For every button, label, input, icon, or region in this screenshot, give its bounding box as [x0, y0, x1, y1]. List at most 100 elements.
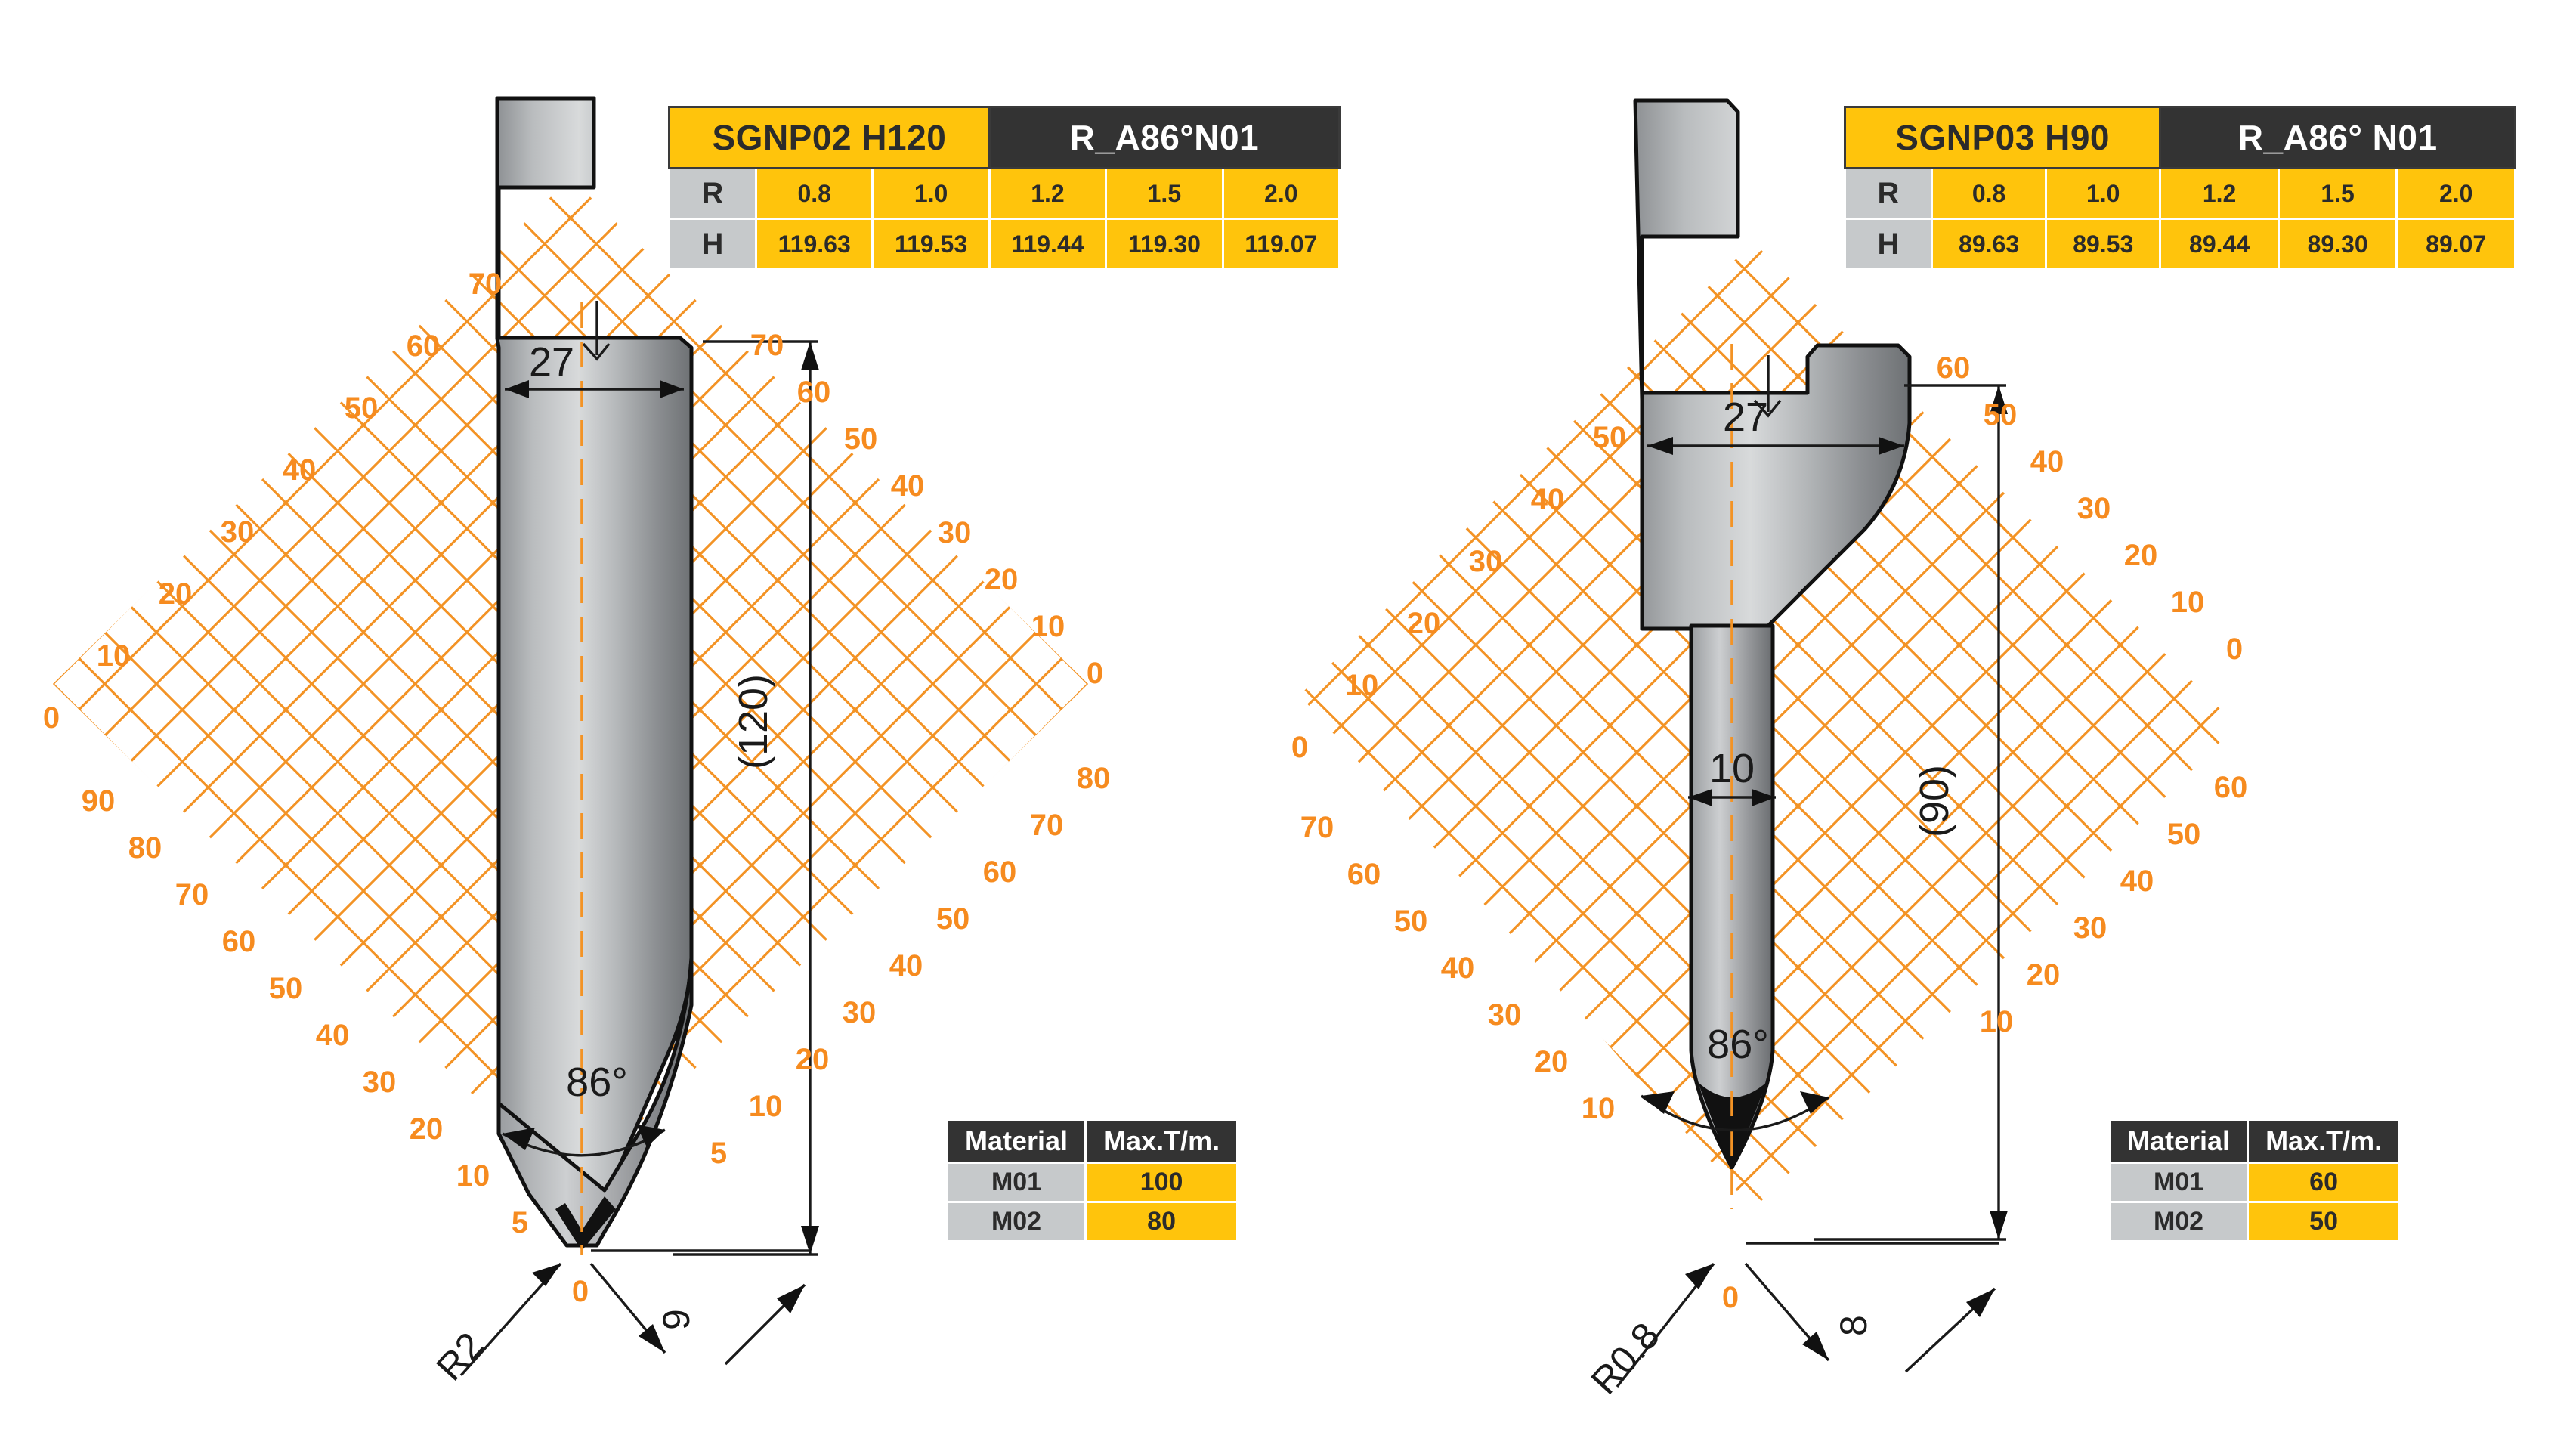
grid-scale-number: 10: [97, 639, 131, 673]
grid-scale-number: 50: [1593, 421, 1627, 454]
right-dimension-annotations: 27 10 (90) 86° R0.8: [1583, 355, 2008, 1402]
grid-scale-number: 30: [1488, 998, 1522, 1032]
left-dim-height: (120): [731, 674, 776, 769]
grid-scale-number: 10: [1345, 669, 1379, 702]
grid-scale-number: 0: [2226, 633, 2243, 666]
grid-scale-number: 40: [2120, 865, 2154, 898]
grid-scale-number: 10: [1582, 1092, 1616, 1125]
grid-scale-number: 40: [283, 453, 317, 487]
left-dim-radius: R2: [428, 1324, 492, 1388]
right-mat-row0-material: M01: [2107, 1162, 2250, 1203]
grid-scale-number: 70: [1300, 811, 1334, 844]
left-spec-row-label-r: R: [668, 167, 757, 220]
grid-scale-number: 10: [1980, 1005, 2014, 1038]
right-spec-r-4: 2.0: [2395, 167, 2516, 220]
left-spec-h-4: 119.07: [1221, 218, 1341, 271]
table-row: M02 50: [2107, 1201, 2401, 1242]
left-spec-code: SGNP02 H120: [668, 106, 991, 169]
left-spec-r-1: 1.0: [871, 167, 991, 220]
grid-scale-number: 0: [1087, 657, 1103, 690]
grid-scale-number: 40: [1441, 951, 1475, 985]
left-spec-r-0: 0.8: [754, 167, 874, 220]
left-spec-h-1: 119.53: [871, 218, 991, 271]
grid-scale-number: 20: [1535, 1045, 1569, 1078]
right-spec-h-0: 89.63: [1930, 218, 2048, 271]
grid-scale-number: 30: [938, 516, 972, 549]
left-spec-h-2: 119.44: [988, 218, 1108, 271]
right-dim-angle: 86°: [1707, 1022, 1769, 1067]
grid-scale-number: 5: [710, 1137, 727, 1170]
right-dim-tip-offset: 8: [1832, 1315, 1875, 1336]
grid-scale-number: 20: [2124, 539, 2158, 572]
left-material-table: Material Max.T/m. M01 100 M02 80: [945, 1118, 1239, 1242]
grid-scale-number: 90: [82, 784, 116, 818]
grid-scale-number: 30: [1469, 545, 1503, 578]
grid-scale-number: 50: [345, 391, 379, 425]
right-mat-header-maxt: Max.T/m.: [2247, 1118, 2401, 1164]
right-spec-h-3: 89.30: [2277, 218, 2398, 271]
right-spec-table: SGNP03 H90 R_A86° N01 R 0.8 1.0 1.2 1.5 …: [1843, 106, 2516, 271]
grid-scale-number: 70: [175, 878, 209, 911]
grid-scale-number: 70: [1030, 809, 1064, 842]
left-mat-header-maxt: Max.T/m.: [1084, 1118, 1239, 1164]
grid-scale-number: 10: [2171, 586, 2205, 619]
right-dim-neck-width: 10: [1709, 746, 1755, 791]
grid-scale-number: 80: [1077, 762, 1111, 795]
left-spec-name: R_A86°N01: [988, 106, 1341, 169]
right-spec-name: R_A86° N01: [2159, 106, 2516, 169]
grid-scale-number: 20: [410, 1112, 444, 1146]
left-mat-row0-material: M01: [945, 1162, 1087, 1203]
grid-scale-number: 0: [43, 701, 60, 735]
grid-scale-number: 30: [363, 1066, 397, 1099]
grid-scale-number: 30: [843, 996, 877, 1029]
left-mat-row0-value: 100: [1084, 1162, 1239, 1203]
left-dim-tip-offset: 9: [655, 1309, 697, 1330]
right-material-table: Material Max.T/m. M01 60 M02 50: [2107, 1118, 2401, 1242]
right-dim-radius: R0.8: [1583, 1314, 1668, 1402]
left-spec-row-label-h: H: [668, 218, 757, 271]
right-mat-row1-value: 50: [2247, 1201, 2401, 1242]
right-spec-code: SGNP03 H90: [1843, 106, 2162, 169]
table-row: M01 60: [2107, 1162, 2401, 1203]
right-spec-r-2: 1.2: [2159, 167, 2280, 220]
left-dim-width: 27: [529, 339, 574, 385]
grid-scale-number: 60: [1347, 858, 1381, 891]
table-row: M02 80: [945, 1201, 1239, 1242]
grid-scale-number: 40: [889, 949, 923, 982]
right-mat-row0-value: 60: [2247, 1162, 2401, 1203]
right-spec-row-label-h: H: [1844, 218, 1933, 271]
grid-scale-number: 20: [159, 577, 193, 611]
left-mat-row1-value: 80: [1084, 1201, 1239, 1242]
grid-scale-number: 40: [2030, 445, 2064, 478]
grid-scale-number: 80: [128, 831, 162, 865]
right-mat-row1-material: M02: [2107, 1201, 2250, 1242]
left-spec-r-2: 1.2: [988, 167, 1108, 220]
grid-scale-number: 60: [983, 855, 1017, 889]
grid-scale-number: 20: [1407, 607, 1441, 640]
left-spec-r-4: 2.0: [1221, 167, 1341, 220]
left-mat-header-material: Material: [945, 1118, 1087, 1164]
grid-scale-number: 30: [2077, 492, 2111, 525]
left-spec-h-0: 119.63: [754, 218, 874, 271]
left-punch-profile: [495, 96, 694, 1255]
grid-scale-number: 10: [1031, 610, 1065, 643]
grid-scale-number: 40: [316, 1019, 350, 1052]
grid-scale-number: 5: [512, 1206, 528, 1239]
grid-scale-number: 70: [750, 329, 784, 362]
right-spec-h-4: 89.07: [2395, 218, 2516, 271]
grid-scale-number: 60: [1937, 351, 1971, 385]
left-spec-table: SGNP02 H120 R_A86°N01 R 0.8 1.0 1.2 1.5 …: [668, 106, 1341, 271]
grid-scale-number: 40: [891, 469, 925, 503]
grid-scale-number: 0: [572, 1275, 589, 1308]
grid-scale-number: 70: [469, 268, 503, 301]
grid-scale-number: 50: [844, 422, 878, 456]
grid-scale-number: 30: [2073, 911, 2107, 945]
grid-scale-number: 50: [2167, 818, 2201, 851]
right-spec-r-0: 0.8: [1930, 167, 2048, 220]
grid-scale-number: 50: [1984, 398, 2018, 432]
grid-scale-number: 50: [1394, 905, 1428, 938]
grid-scale-number: 20: [796, 1043, 830, 1076]
right-punch-profile: [1633, 98, 1912, 1209]
left-dim-angle: 86°: [566, 1060, 628, 1105]
right-spec-row-label-r: R: [1844, 167, 1933, 220]
